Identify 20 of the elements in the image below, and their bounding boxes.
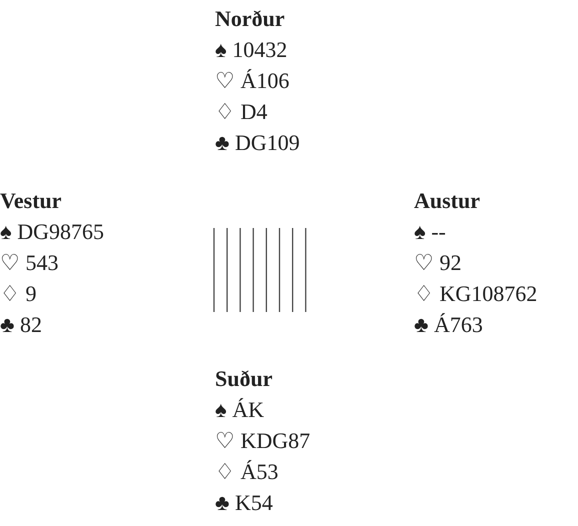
suit-holding: ♠ ÁK [215,396,265,424]
hand-heading: Vestur [0,187,63,215]
suit-holding: ♢ D4 [215,98,268,126]
suit-holding: ♡ 92 [414,249,462,277]
suit-holding: ♣ DG109 [215,129,300,157]
suit-holding: ♢ KG108762 [414,280,538,308]
suit-holding: ♠ -- [414,218,447,246]
suit-holding: ♢ 9 [0,280,38,308]
suit-holding: ♠ 10432 [215,36,288,64]
suit-holding: ♡ KDG87 [215,427,310,455]
hand-heading: Norður [215,5,286,33]
suit-holding: ♠ DG98765 [0,218,104,246]
suit-holding: ♣ 82 [0,311,43,339]
suit-holding: ♣ Á763 [414,311,484,339]
suit-holding: ♡ Á106 [215,67,290,95]
suit-holding: ♢ Á53 [215,458,280,486]
suit-holding: ♡ 543 [0,249,60,277]
suit-holding: ♣ K54 [215,489,274,517]
hand-heading: Austur [414,187,482,215]
hand-heading: Suður [215,365,274,393]
